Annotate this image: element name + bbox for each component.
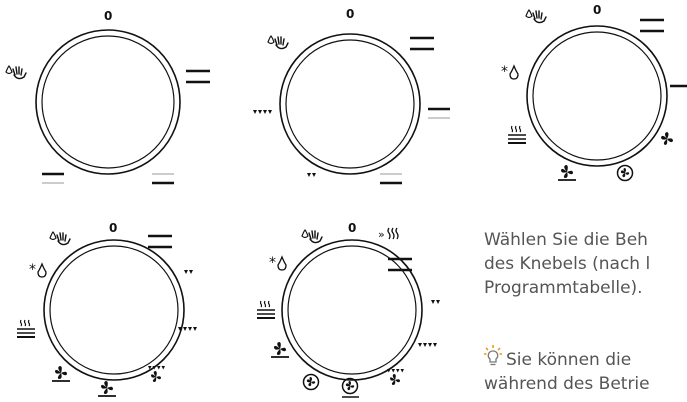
top-bottom-heat-icon [638, 18, 666, 33]
zero-label: 0 [348, 221, 356, 235]
fan-bottom-heat-icon [51, 365, 71, 382]
grill-heat-icon [507, 125, 527, 144]
hand-drop-icon [49, 231, 71, 246]
hand-drop-icon [5, 65, 27, 80]
knob-2: 0 [253, 7, 452, 185]
knob-1: 0 [5, 9, 212, 185]
four-triangles-fan-icon [387, 369, 404, 385]
bottom-heat-icon [150, 172, 176, 185]
knob-3: 0 [500, 3, 687, 182]
knob-4: 0 [16, 221, 197, 397]
asterisk-drop-icon [500, 63, 519, 81]
instruction-line-3: Programmtabelle). [484, 278, 643, 298]
instruction-line-2: des Knebels (nach l [484, 254, 651, 274]
fan-bottom-heat-icon [270, 341, 290, 358]
tip-text: Sie können die während des Betrie [484, 345, 687, 396]
circular-fan-icon [616, 164, 634, 182]
two-triangles-icon [307, 173, 316, 177]
hand-drop-icon [267, 35, 289, 50]
circular-fan-icon [302, 373, 320, 391]
zero-label: 0 [109, 221, 117, 235]
lightbulb-icon [484, 345, 502, 366]
knob-5: 0 [256, 221, 440, 398]
hand-drop-icon [301, 229, 323, 244]
four-triangles-icon [418, 343, 437, 347]
bottom-heat-icon [378, 172, 404, 185]
instruction-line-1: Wählen Sie die Beh [484, 230, 648, 250]
fan-bottom-heat-icon [557, 164, 577, 181]
grill-heat-icon [256, 300, 276, 319]
grill-heat-icon [16, 319, 36, 338]
zero-label: 0 [104, 9, 112, 23]
top-bottom-heat-icon [146, 234, 174, 249]
top-heat-icon [426, 107, 452, 120]
top-bottom-heat-icon [408, 36, 436, 51]
four-triangles-fan-icon [148, 366, 165, 382]
fan-icon [661, 132, 673, 145]
fan-bottom-heat-icon [97, 380, 117, 397]
top-heat-icon [40, 172, 66, 185]
instruction-text: Wählen Sie die Beh des Knebels (nach l P… [484, 228, 687, 300]
four-triangles-icon [253, 110, 272, 114]
two-triangles-icon [431, 300, 440, 304]
asterisk-drop-icon [28, 261, 47, 279]
zero-label: 0 [346, 7, 354, 21]
zero-label: 0 [593, 3, 601, 17]
top-bottom-heat-icon [184, 69, 212, 84]
circular-fan-bottom-icon [341, 377, 359, 398]
steam-icon [377, 227, 399, 242]
two-triangles-icon [184, 270, 193, 274]
tip-line-1: Sie können die [506, 350, 632, 370]
hand-drop-icon [525, 9, 547, 24]
asterisk-drop-icon [268, 254, 287, 272]
tip-line-2: während des Betrie [484, 374, 650, 394]
